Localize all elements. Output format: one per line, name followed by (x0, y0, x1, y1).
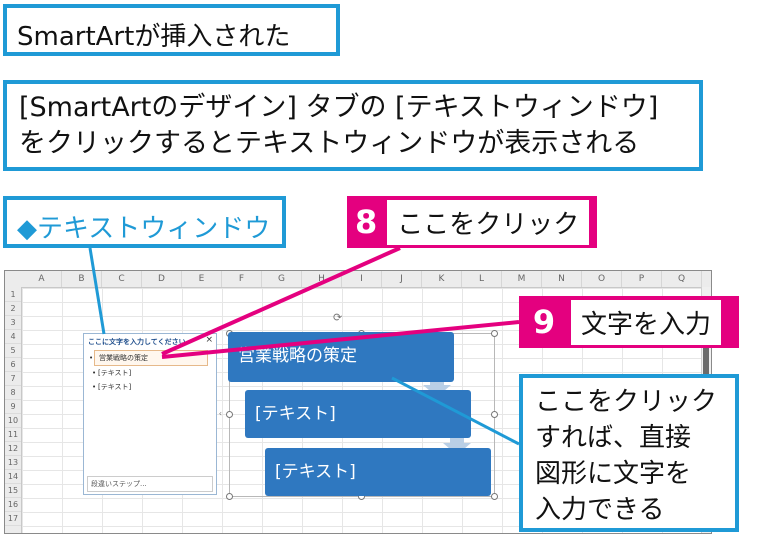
row-header[interactable]: 1 (5, 288, 21, 302)
row-header[interactable]: 5 (5, 344, 21, 358)
step-8-number: 8 (355, 203, 378, 241)
description-line-2: をクリックするとテキストウィンドウが表示される (19, 128, 640, 159)
row-header[interactable]: 17 (5, 512, 21, 526)
column-header[interactable]: O (582, 271, 622, 287)
row-header[interactable]: 4 (5, 330, 21, 344)
column-header[interactable]: C (102, 271, 142, 287)
side-note-callout: ここをクリック すれば、直接 図形に文字を 入力できる (519, 374, 739, 532)
row-header[interactable]: 12 (5, 442, 21, 456)
row-header[interactable]: 14 (5, 470, 21, 484)
title-callout: SmartArtが挿入された (3, 4, 340, 56)
column-header[interactable]: G (262, 271, 302, 287)
row-header[interactable]: 10 (5, 414, 21, 428)
rotate-handle-icon[interactable]: ⟳ (333, 311, 343, 324)
step-8-text: ここをクリック (387, 199, 590, 245)
row-header[interactable]: 13 (5, 456, 21, 470)
row-header[interactable]: 9 (5, 400, 21, 414)
column-header[interactable]: J (382, 271, 422, 287)
row-header[interactable]: 8 (5, 386, 21, 400)
column-header[interactable]: H (302, 271, 342, 287)
chevron-left-icon[interactable]: ‹ (218, 409, 222, 418)
side-note-line: ここをクリック (535, 387, 718, 417)
column-header[interactable]: Q (662, 271, 702, 287)
close-icon[interactable]: × (205, 335, 213, 345)
smartart-shape-3[interactable]: [テキスト] (265, 448, 491, 496)
text-pane-footer[interactable]: 段違いステップ... (87, 476, 213, 492)
resize-handle[interactable] (491, 330, 498, 337)
column-header[interactable]: P (622, 271, 662, 287)
row-header[interactable]: 3 (5, 316, 21, 330)
description-callout: [SmartArtのデザイン] タブの [テキストウィンドウ] をクリックすると… (3, 80, 703, 171)
step-9-text: 文字を入力 (571, 299, 722, 345)
text-pane-item[interactable]: [テキスト] (92, 366, 216, 380)
description-line-1: [SmartArtのデザイン] タブの [テキストウィンドウ] (19, 92, 659, 123)
column-header[interactable]: N (542, 271, 582, 287)
text-window-label-text: ◆テキストウィンドウ (17, 214, 271, 244)
column-header[interactable]: F (222, 271, 262, 287)
smartart-shape-1[interactable]: 営業戦略の策定 (228, 332, 454, 382)
text-pane-item[interactable]: [テキスト] (92, 380, 216, 394)
text-window-pane: ここに文字を入力してください × 営業戦略の策定 [テキスト] [テキスト] ‹… (83, 333, 222, 495)
smartart-shape-2[interactable]: [テキスト] (245, 390, 471, 438)
resize-handle[interactable] (491, 411, 498, 418)
column-header[interactable]: L (462, 271, 502, 287)
column-header[interactable]: I (342, 271, 382, 287)
resize-handle[interactable] (491, 493, 498, 500)
text-window-label: ◆テキストウィンドウ (3, 196, 286, 248)
row-header[interactable]: 16 (5, 498, 21, 512)
step-9-badge: 9 文字を入力 (519, 296, 739, 348)
step-8-badge: 8 ここをクリック (347, 196, 597, 248)
column-header[interactable]: A (22, 271, 62, 287)
side-note-line: すれば、直接 (535, 423, 692, 453)
title-text: SmartArtが挿入された (17, 22, 291, 52)
row-header[interactable]: 7 (5, 372, 21, 386)
row-header[interactable]: 11 (5, 428, 21, 442)
step-9-number: 9 (532, 303, 556, 341)
side-note-line: 図形に文字を (535, 459, 692, 489)
resize-handle[interactable] (226, 493, 233, 500)
row-header[interactable]: 15 (5, 484, 21, 498)
column-header[interactable]: B (62, 271, 102, 287)
text-pane-item[interactable]: 営業戦略の策定 (89, 350, 208, 366)
text-pane-title: ここに文字を入力してください (88, 338, 186, 346)
column-header[interactable]: E (182, 271, 222, 287)
resize-handle[interactable] (226, 411, 233, 418)
column-header[interactable]: K (422, 271, 462, 287)
row-header[interactable]: 6 (5, 358, 21, 372)
column-header[interactable]: M (502, 271, 542, 287)
row-header[interactable]: 2 (5, 302, 21, 316)
side-note-line: 入力できる (535, 495, 665, 525)
column-header[interactable]: D (142, 271, 182, 287)
